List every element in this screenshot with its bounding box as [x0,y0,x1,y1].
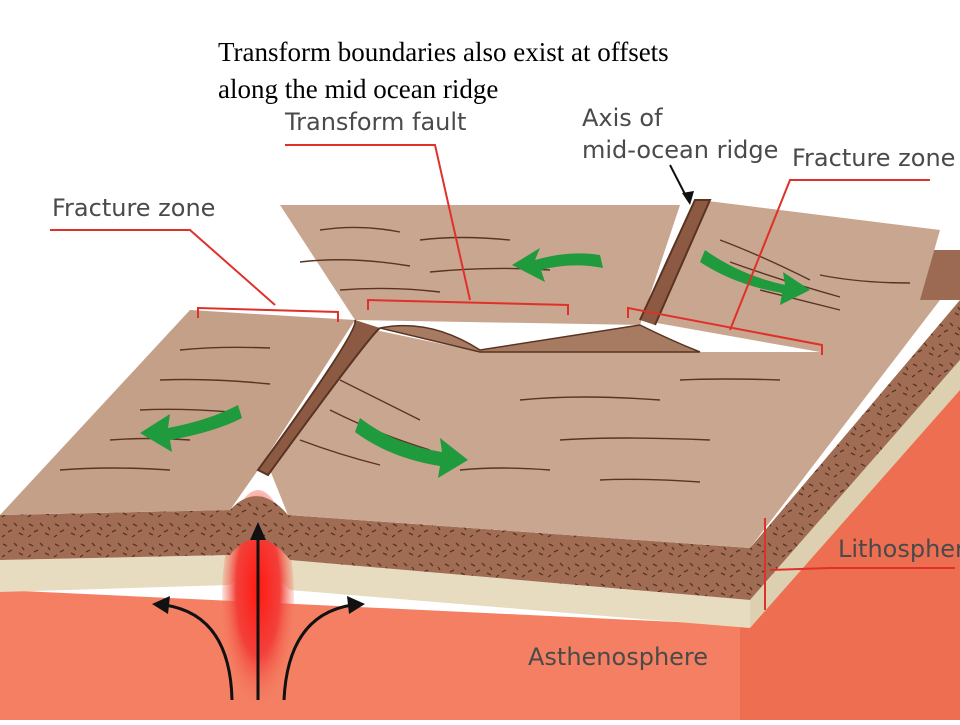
seafloor-back-right [640,200,940,352]
plate-motion-arrows [140,248,810,478]
arrow-green-back-right [700,250,810,305]
ridge-crest-back [639,199,712,326]
seafloor-front-right [270,300,940,548]
leader-lines [50,144,955,610]
leader-transform [285,144,471,301]
caption-line-1: Transform boundaries also exist at offse… [218,37,669,67]
arrow-green-front-left [140,405,242,452]
leader-fracture-left [50,229,276,306]
crust-side-face [750,300,960,600]
seafloor-front-left [0,310,355,515]
sediment-band-side [750,360,960,628]
asthenosphere-side [740,380,960,720]
bracket-transform [367,298,569,315]
transform-offset [379,324,701,353]
arrow-green-front-right [355,418,468,478]
seafloor-back-left [280,205,680,325]
label-axis-line2: mid-ocean ridge [582,136,778,164]
asthenosphere-front [0,590,740,720]
bracket-fracture-right [627,306,823,355]
label-transform-fault: Transform fault [284,108,466,136]
label-fracture-zone-left: Fracture zone [52,194,215,222]
crust-front-face [0,496,750,600]
ridge-crest-front [256,319,381,477]
label-axis-line1: Axis of [582,104,663,132]
caption-line-2: along the mid ocean ridge [218,74,499,104]
label-asthenosphere: Asthenosphere [528,643,708,671]
label-lithosphere: Lithosphere [838,535,960,563]
leader-lithosphere [769,567,955,571]
label-fracture-zone-right: Fracture zone [792,144,955,172]
mantle-flow-arrows [164,535,353,701]
sediment-band-front [0,538,750,628]
flow-arrowheads [152,522,365,614]
bracket-fracture-left [197,306,339,322]
diagram-caption: Transform boundaries also exist at offse… [218,34,778,108]
arrow-green-back-left [512,248,603,282]
leader-fracture-right [729,179,930,331]
